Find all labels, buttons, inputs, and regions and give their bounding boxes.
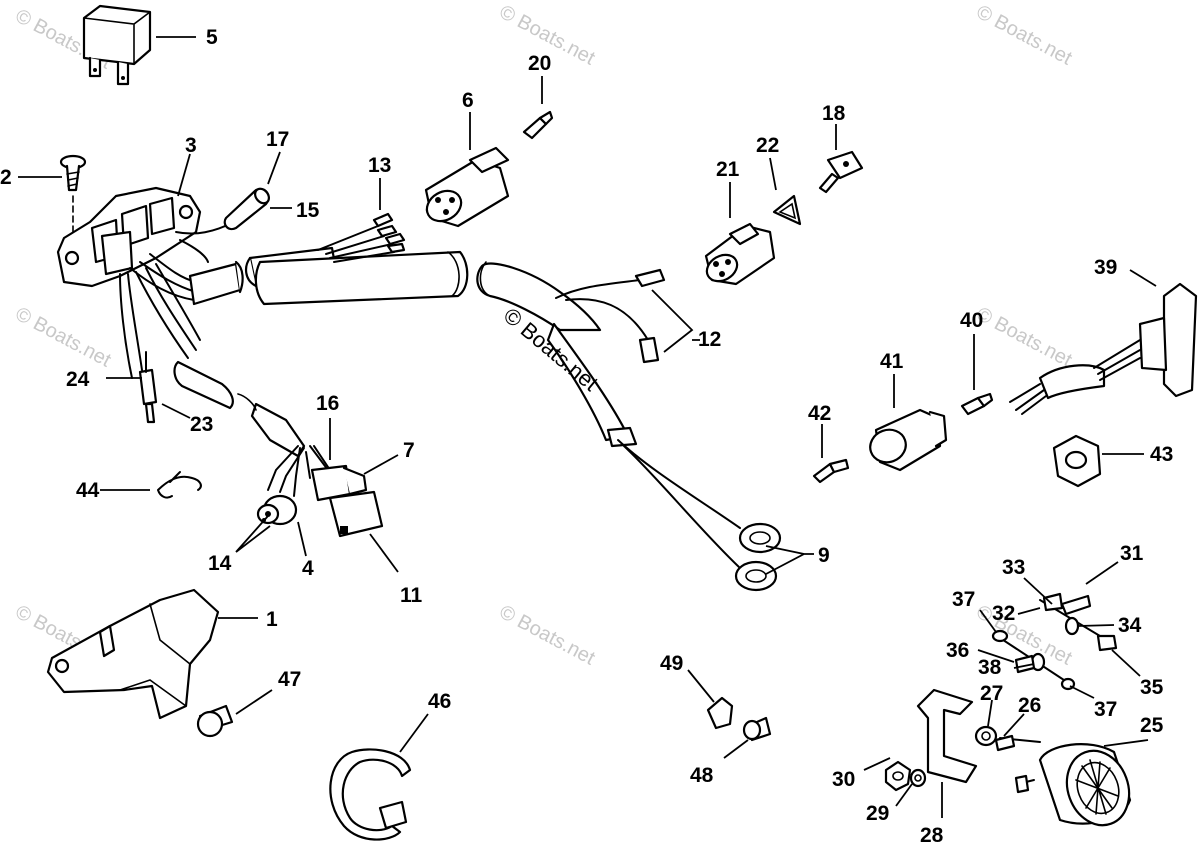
switch-housing-part [56, 186, 202, 288]
gauge-part [999, 737, 1132, 827]
callout-24: 24 [66, 368, 90, 391]
callout-17: 17 [266, 128, 289, 151]
terminal-pin-part [522, 110, 554, 140]
callout-4: 4 [302, 557, 314, 580]
callout-25: 25 [1140, 714, 1164, 737]
three-pin-connector-part [424, 146, 510, 228]
hex-nut-part [1052, 434, 1102, 488]
triangle-seal-part [772, 194, 802, 226]
callout-33: 33 [1002, 556, 1025, 579]
watermark-text: © Boats.net [973, 303, 1076, 372]
watermark-text: © Boats.net [973, 1, 1076, 70]
round-connector-part [869, 408, 948, 472]
connector-housing-part [704, 222, 776, 286]
watermark-text: © Boats.net [12, 303, 115, 372]
callout-13: 13 [368, 154, 391, 177]
callout-48: 48 [690, 764, 714, 787]
small-terminal-part [960, 392, 994, 416]
callout-11: 11 [400, 584, 423, 607]
callout-32: 32 [992, 602, 1015, 625]
callout-2: 2 [0, 166, 12, 189]
grommet-part [256, 494, 298, 526]
gauge-bracket-part [916, 688, 978, 784]
callout-46: 46 [428, 690, 451, 713]
callout-18: 18 [822, 102, 846, 125]
callout-34: 34 [1118, 614, 1142, 637]
callout-23: 23 [190, 413, 213, 436]
bullet-connector-part [223, 187, 270, 231]
leader-lines [18, 36, 1157, 818]
callout-38: 38 [978, 656, 1002, 679]
callout-47: 47 [278, 668, 301, 691]
connector-plug-part [310, 464, 384, 538]
callout-41: 41 [880, 350, 904, 373]
callout-44: 44 [76, 479, 100, 502]
plug-connector-part [138, 351, 158, 424]
callout-28: 28 [920, 824, 944, 847]
mounting-bracket-part [46, 588, 220, 720]
terminal-bolt-part [818, 150, 864, 194]
harness-wires [119, 212, 469, 497]
callout-7: 7 [403, 439, 415, 462]
rocker-switch-part [1009, 282, 1198, 415]
callout-3: 3 [185, 134, 197, 157]
cable-strap-part [329, 748, 412, 841]
gauge-harness-part [991, 592, 1118, 691]
nut-washer-part [884, 760, 927, 792]
callout-37: 37 [1094, 698, 1117, 721]
callout-9: 9 [818, 544, 830, 567]
gauge-nuts-part [974, 725, 1016, 752]
callout-35: 35 [1140, 676, 1164, 699]
callout-40: 40 [960, 309, 983, 332]
bracket-screw-part [196, 704, 234, 738]
callout-42: 42 [808, 402, 831, 425]
callout-21: 21 [716, 158, 740, 181]
callout-22: 22 [756, 134, 779, 157]
callout-20: 20 [528, 52, 551, 75]
callout-27: 27 [980, 682, 1003, 705]
callout-6: 6 [462, 89, 474, 112]
callout-numbers: 5 2 3 17 15 13 6 20 21 22 18 39 40 41 42… [0, 26, 1173, 847]
callout-16: 16 [316, 392, 339, 415]
watermark-text: © Boats.net [496, 601, 599, 670]
callout-37: 37 [952, 588, 975, 611]
pin-terminal-part [812, 458, 850, 484]
clamp-part [706, 696, 772, 742]
callout-49: 49 [660, 652, 683, 675]
callout-15: 15 [296, 199, 320, 222]
callout-31: 31 [1120, 542, 1144, 565]
callout-1: 1 [266, 608, 278, 631]
relay-part [82, 4, 152, 86]
callout-26: 26 [1018, 694, 1041, 717]
callout-5: 5 [206, 26, 218, 49]
callout-29: 29 [866, 802, 889, 825]
callout-36: 36 [946, 639, 969, 662]
callout-14: 14 [208, 552, 232, 575]
callout-43: 43 [1150, 443, 1173, 466]
callout-39: 39 [1094, 256, 1117, 279]
callout-12: 12 [698, 328, 721, 351]
right-harness-segment [476, 261, 782, 592]
callout-30: 30 [832, 768, 855, 791]
wire-clip-part [157, 471, 202, 499]
